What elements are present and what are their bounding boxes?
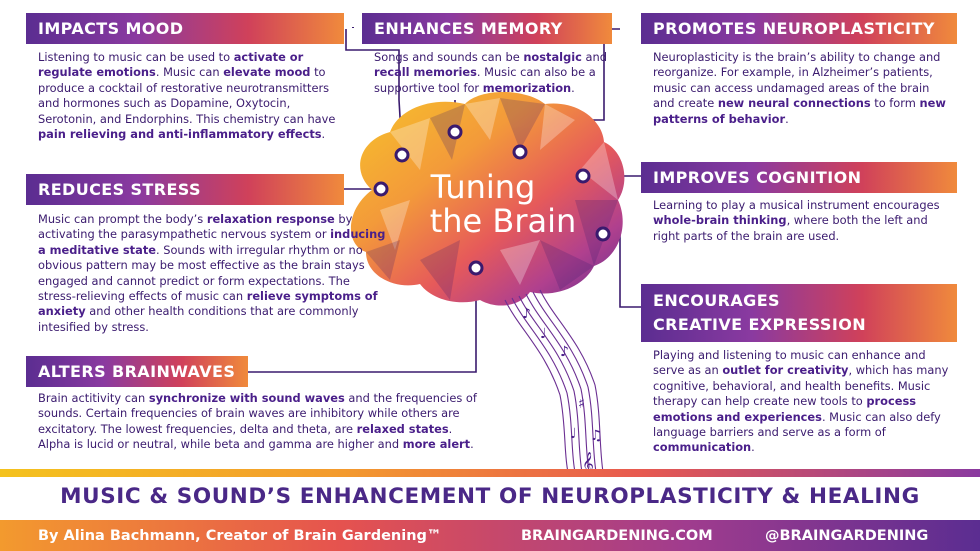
music-note-icon: ♩ <box>570 426 577 442</box>
body-text: Neuroplasticity is the brain’s ability t… <box>653 50 941 111</box>
highlight-text: pain relieving and anti-inflammatory eff… <box>38 127 322 142</box>
body-text: . <box>785 111 789 126</box>
body-text: . Music can <box>155 65 224 80</box>
body-text: Playing and listening to music can enhan… <box>653 348 926 378</box>
brain-title-line2: the Brain <box>430 202 577 240</box>
node-stress <box>373 181 389 197</box>
promotes-neuroplasticity-text: Neuroplasticity is the brain’s ability t… <box>653 50 953 127</box>
banner-footer: By Alina Bachmann, Creator of Brain Gard… <box>0 520 980 551</box>
highlight-text: synchronize with sound waves <box>148 391 345 405</box>
highlight-text: activate or regulate emotions <box>38 50 304 80</box>
node-cognition <box>575 168 591 184</box>
byline: By Alina Bachmann, Creator of Brain Gard… <box>38 527 442 544</box>
music-note-icon: ♪ <box>560 344 569 360</box>
treble-clef-icon: 𝄞 <box>582 451 594 476</box>
improves-cognition-title: IMPROVES COGNITION <box>653 168 862 187</box>
alters-brainwaves-text: Brain actitivity can synchronize with so… <box>38 391 488 453</box>
encourages-creative-header: ENCOURAGES CREATIVE EXPRESSION <box>641 284 957 342</box>
body-text: to produce a cocktail of restorative neu… <box>38 65 336 126</box>
music-note-icon: ♪ <box>522 306 531 322</box>
body-text: . <box>470 437 474 452</box>
body-text: . Music can also defy language barriers … <box>653 409 941 440</box>
body-text: . Sounds with irregular rhythm or no obv… <box>38 242 365 304</box>
brain-title-line1: Tuning <box>430 168 536 206</box>
improves-cognition-header: IMPROVES COGNITION <box>641 162 957 193</box>
highlight-text: memorization <box>482 80 572 95</box>
social-handle[interactable]: @BRAINGARDENING <box>765 527 929 544</box>
promotes-neuroplasticity-title: PROMOTES NEUROPLASTICITY <box>653 19 935 38</box>
highlight-text: whole-brain thinking <box>653 213 787 228</box>
highlight-text: communication <box>653 440 752 455</box>
body-text: . <box>751 440 755 455</box>
enhances-memory-text: Songs and sounds can be nostalgic and re… <box>374 50 614 96</box>
highlight-text: relaxed states <box>356 421 449 436</box>
highlight-text: relieve symptoms of anxiety <box>38 289 378 319</box>
impacts-mood-header: IMPACTS MOOD <box>26 13 344 44</box>
body-text: Brain actitivity can <box>38 391 149 405</box>
promotes-neuroplasticity-header: PROMOTES NEUROPLASTICITY <box>641 13 957 44</box>
music-note-icon: ♫ <box>590 428 603 444</box>
encourages-creative-title-line2: CREATIVE EXPRESSION <box>653 315 866 334</box>
music-note-icon: ♩ <box>540 326 547 342</box>
node-memory <box>447 124 463 140</box>
staff-lines <box>504 289 604 473</box>
body-text: , where both the left and right parts of… <box>653 213 928 243</box>
node-brainwaves <box>468 260 484 276</box>
highlight-text: outlet for creativity <box>722 363 849 378</box>
highlight-text: relaxation response <box>206 212 335 226</box>
body-text: by activating the parasympathetic nervou… <box>38 212 353 242</box>
encourages-creative-text: Playing and listening to music can enhan… <box>653 348 953 456</box>
impacts-mood-text: Listening to music can be used to activa… <box>38 50 350 142</box>
body-text: . <box>321 127 326 142</box>
body-text: Listening to music can be used to <box>38 50 234 64</box>
enhances-memory-header: ENHANCES MEMORY <box>362 13 612 44</box>
body-text: and other health conditions that are com… <box>38 304 359 334</box>
encourages-creative-title-line1: ENCOURAGES <box>653 291 780 310</box>
highlight-text: process emotions and experiences <box>653 394 917 424</box>
body-text: , which has many cognitive, behavioral, … <box>653 363 949 409</box>
alters-brainwaves-title: ALTERS BRAINWAVES <box>38 362 236 381</box>
impacts-mood-title: IMPACTS MOOD <box>38 19 184 38</box>
highlight-text: inducing a meditative state <box>38 227 386 257</box>
banner-title: MUSIC & SOUND’S ENHANCEMENT OF NEUROPLAS… <box>60 484 920 509</box>
banner-accent-bar <box>0 469 980 477</box>
body-text: Music can prompt the body’s <box>38 212 207 226</box>
highlight-text: new patterns of behavior <box>653 96 946 126</box>
body-text: and the frequencies of sounds. Certain f… <box>38 391 477 436</box>
body-text: . <box>571 80 575 95</box>
highlight-text: new neural connections <box>717 96 871 111</box>
reduces-stress-header: REDUCES STRESS <box>26 174 344 205</box>
node-neuroplasticity <box>512 144 528 160</box>
sharp-icon: ♯ <box>578 396 585 412</box>
brain-nodes <box>373 124 611 276</box>
connector-line <box>352 27 354 28</box>
improves-cognition-text: Learning to play a musical instrument en… <box>653 198 953 244</box>
website-link[interactable]: BRAINGARDENING.COM <box>521 527 713 544</box>
body-text: and <box>581 50 607 64</box>
body-text: to form <box>870 96 920 111</box>
node-creative <box>595 226 611 242</box>
body-text: Learning to play a musical instrument en… <box>653 198 940 212</box>
reduces-stress-text: Music can prompt the body’s relaxation r… <box>38 212 388 335</box>
body-text: . Alpha is lucid or neutral, while beta … <box>38 421 453 452</box>
node-mood <box>394 147 410 163</box>
highlight-text: recall memories <box>374 65 477 80</box>
highlight-text: elevate mood <box>223 65 311 80</box>
enhances-memory-title: ENHANCES MEMORY <box>374 19 563 38</box>
highlight-text: more alert <box>402 437 471 452</box>
body-text: Songs and sounds can be <box>374 50 524 64</box>
highlight-text: nostalgic <box>523 50 582 64</box>
body-text: . Music can also be a supportive tool fo… <box>374 65 596 95</box>
reduces-stress-title: REDUCES STRESS <box>38 180 201 199</box>
brain-shape <box>350 92 625 306</box>
alters-brainwaves-header: ALTERS BRAINWAVES <box>26 356 248 387</box>
